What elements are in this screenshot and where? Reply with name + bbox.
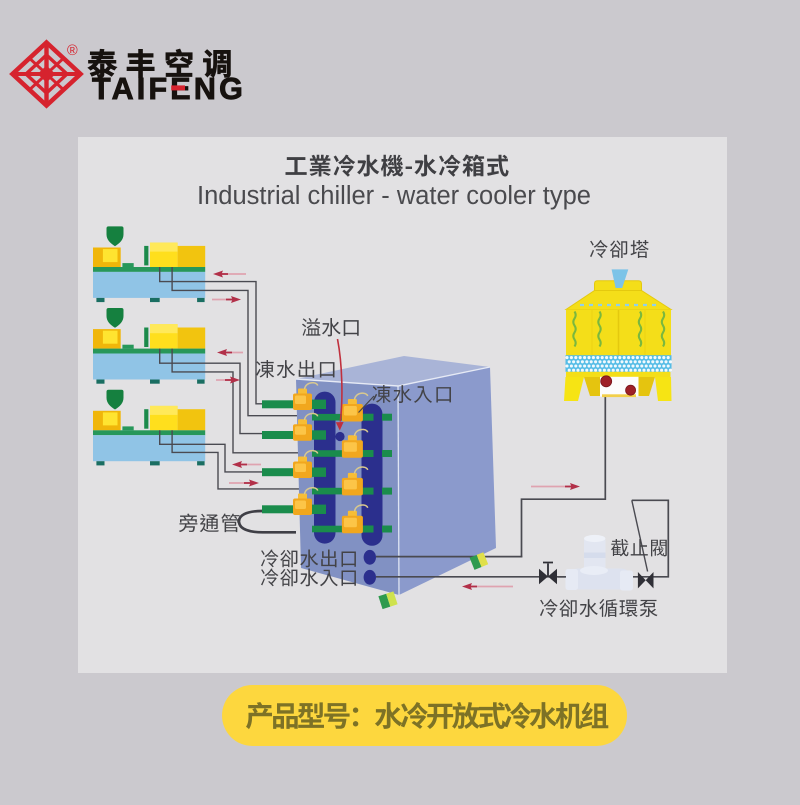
svg-text:TAIFENG: TAIFENG <box>92 72 246 106</box>
svg-text:Industrial chiller - water coo: Industrial chiller - water cooler type <box>197 182 591 210</box>
svg-text:®: ® <box>67 43 78 59</box>
